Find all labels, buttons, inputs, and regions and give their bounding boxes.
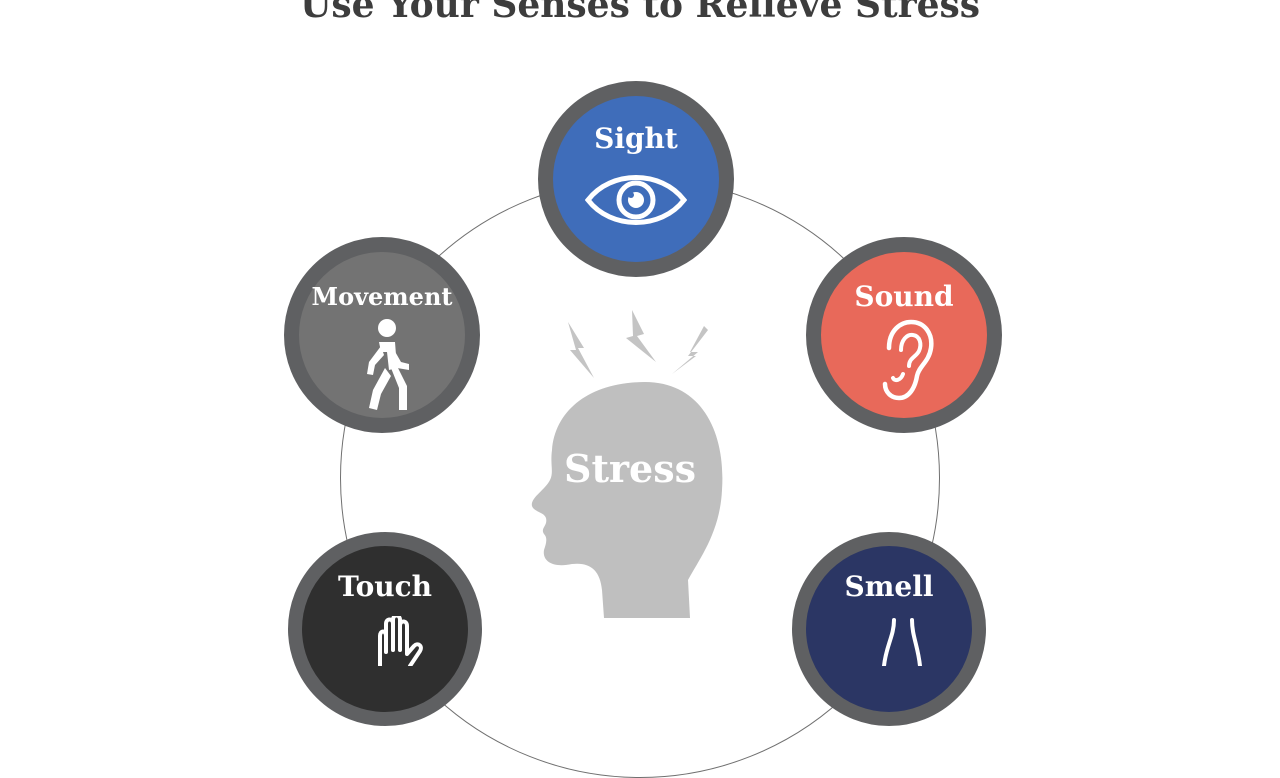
sense-label-movement: Movement bbox=[311, 282, 453, 311]
sense-node-sight: Sight bbox=[538, 81, 734, 277]
center-label: Stress bbox=[564, 446, 696, 491]
nose-icon bbox=[882, 618, 922, 666]
eye-icon bbox=[585, 175, 687, 225]
sense-label-smell: Smell bbox=[844, 570, 934, 603]
hand-icon bbox=[378, 616, 423, 666]
sense-node-sound: Sound bbox=[806, 237, 1002, 433]
sense-label-sight: Sight bbox=[594, 122, 678, 155]
sense-label-touch: Touch bbox=[337, 570, 433, 603]
head-silhouette-icon bbox=[531, 310, 723, 618]
sense-node-touch: Touch bbox=[288, 532, 482, 726]
ear-icon bbox=[882, 319, 934, 401]
lightning-bolts-icon bbox=[568, 310, 708, 378]
walking-person-icon bbox=[367, 319, 409, 410]
sense-node-smell: Smell bbox=[792, 532, 986, 726]
sense-node-movement: Movement bbox=[284, 237, 480, 433]
sense-label-sound: Sound bbox=[854, 280, 954, 313]
page-title: Use Your Senses to Relieve Stress bbox=[299, 0, 981, 26]
